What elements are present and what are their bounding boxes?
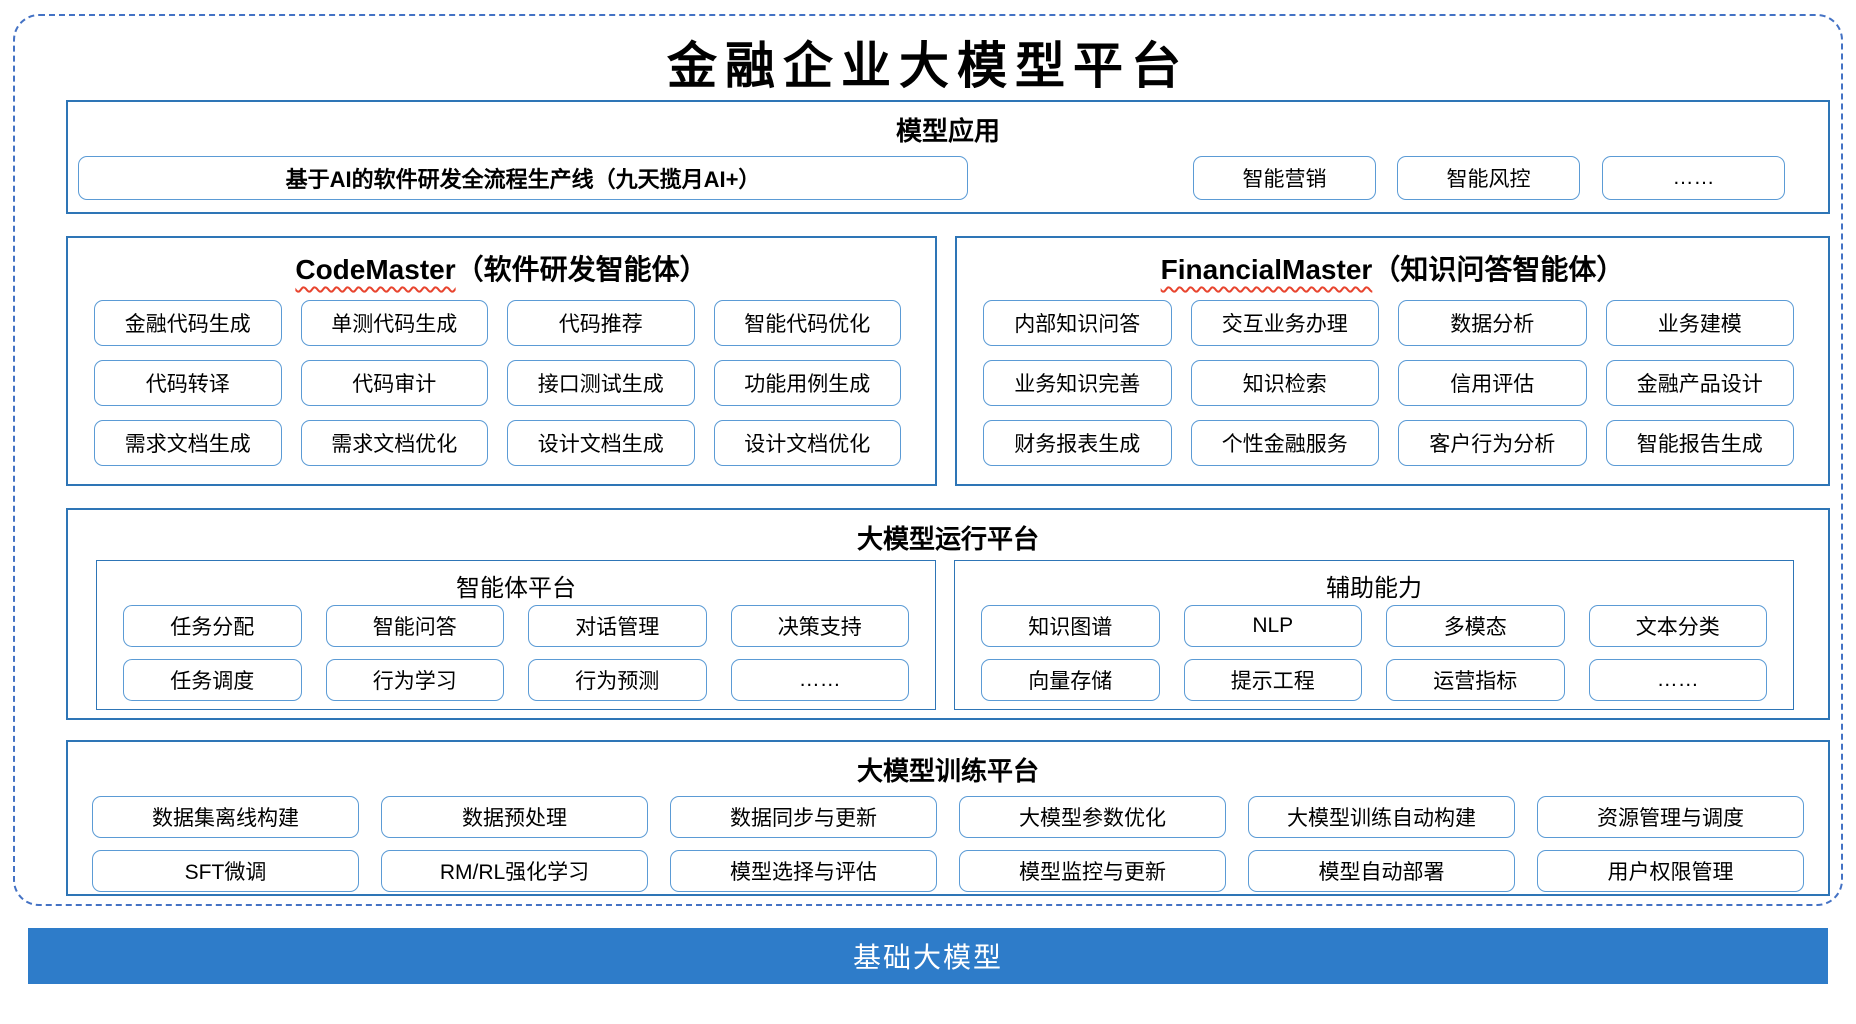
code-master-title-en: CodeMaster: [295, 254, 456, 285]
capability-box: 数据同步与更新: [670, 796, 937, 838]
capability-box: RM/RL强化学习: [381, 850, 648, 892]
section-run-platform: 大模型运行平台 智能体平台 任务分配 智能问答 对话管理 决策支持 任务调度 行…: [66, 508, 1830, 720]
foundation-model-bar: 基础大模型: [28, 928, 1828, 984]
capability-box: 需求文档生成: [94, 420, 282, 466]
model-apps-header: 模型应用: [895, 116, 1000, 146]
section-training-platform: 大模型训练平台 数据集离线构建 数据预处理 数据同步与更新 大模型参数优化 大模…: [66, 740, 1830, 896]
code-master-grid: 金融代码生成 单测代码生成 代码推荐 智能代码优化 代码转译 代码审计 接口测试…: [68, 300, 935, 466]
capability-box: 个性金融服务: [1190, 420, 1379, 466]
section-model-apps: 模型应用 基于AI的软件研发全流程生产线（九天揽月AI+） 智能营销 智能风控 …: [66, 100, 1830, 214]
training-platform-grid: 数据集离线构建 数据预处理 数据同步与更新 大模型参数优化 大模型训练自动构建 …: [68, 796, 1828, 892]
capability-box: SFT微调: [92, 850, 359, 892]
capability-box: 代码审计: [300, 360, 488, 406]
capability-box: 向量存储: [981, 659, 1160, 701]
capability-box: 金融代码生成: [94, 300, 282, 346]
capability-box: 大模型训练自动构建: [1248, 796, 1515, 838]
app-box-ellipsis: ……: [1602, 156, 1785, 200]
capability-box: 数据预处理: [381, 796, 648, 838]
foundation-model-label: 基础大模型: [852, 942, 1003, 973]
capability-box: 模型选择与评估: [670, 850, 937, 892]
financial-master-title-zh: （知识问答智能体）: [1372, 254, 1625, 285]
capability-box: 单测代码生成: [300, 300, 488, 346]
capability-box: 行为学习: [325, 659, 504, 701]
auxiliary-capabilities-grid: 知识图谱 NLP 多模态 文本分类 向量存储 提示工程 运营指标 ……: [955, 605, 1793, 701]
capability-box: 代码推荐: [507, 300, 695, 346]
agent-platform-grid: 任务分配 智能问答 对话管理 决策支持 任务调度 行为学习 行为预测 ……: [97, 605, 935, 701]
capability-box: 内部知识问答: [983, 300, 1172, 346]
capability-box: 业务建模: [1605, 300, 1794, 346]
auxiliary-capabilities-box: 辅助能力 知识图谱 NLP 多模态 文本分类 向量存储 提示工程 运营指标 ……: [954, 560, 1794, 710]
agent-platform-box: 智能体平台 任务分配 智能问答 对话管理 决策支持 任务调度 行为学习 行为预测…: [96, 560, 936, 710]
section-financial-master: FinancialMaster（知识问答智能体） 内部知识问答 交互业务办理 数…: [955, 236, 1830, 486]
financial-master-title-en: FinancialMaster: [1160, 254, 1373, 285]
capability-box: 任务调度: [123, 659, 302, 701]
app-box: 智能营销: [1193, 156, 1376, 200]
capability-box: 提示工程: [1183, 659, 1362, 701]
capability-box: 模型自动部署: [1248, 850, 1515, 892]
model-apps-row: 基于AI的软件研发全流程生产线（九天揽月AI+） 智能营销 智能风控 ……: [68, 156, 1828, 200]
capability-box: NLP: [1183, 605, 1362, 647]
agent-platform-header: 智能体平台: [456, 575, 576, 602]
capability-box-ellipsis: ……: [1588, 659, 1767, 701]
capability-box: 运营指标: [1386, 659, 1565, 701]
app-box: 智能风控: [1397, 156, 1580, 200]
capability-box: 代码转译: [94, 360, 282, 406]
capability-box: 财务报表生成: [983, 420, 1172, 466]
financial-master-title: FinancialMaster（知识问答智能体）: [957, 238, 1828, 288]
run-platform-inner-row: 智能体平台 任务分配 智能问答 对话管理 决策支持 任务调度 行为学习 行为预测…: [68, 560, 1828, 710]
capability-box: 智能问答: [325, 605, 504, 647]
capability-box: 对话管理: [528, 605, 707, 647]
capability-box: 信用评估: [1398, 360, 1587, 406]
capability-box: 任务分配: [123, 605, 302, 647]
page-title: 金融企业大模型平台: [667, 36, 1189, 95]
capability-box-ellipsis: ……: [730, 659, 909, 701]
capability-box: 智能代码优化: [713, 300, 901, 346]
capability-box: 数据集离线构建: [92, 796, 359, 838]
capability-box: 业务知识完善: [983, 360, 1172, 406]
capability-box: 知识检索: [1190, 360, 1379, 406]
capability-box: 资源管理与调度: [1537, 796, 1804, 838]
capability-box: 模型监控与更新: [959, 850, 1226, 892]
code-master-title: CodeMaster（软件研发智能体）: [68, 238, 935, 288]
capability-box: 功能用例生成: [713, 360, 901, 406]
capability-box: 需求文档优化: [300, 420, 488, 466]
capability-box: 行为预测: [528, 659, 707, 701]
auxiliary-capabilities-header: 辅助能力: [1326, 575, 1422, 602]
app-pipeline-box: 基于AI的软件研发全流程生产线（九天揽月AI+）: [78, 156, 968, 200]
capability-box: 决策支持: [730, 605, 909, 647]
capability-box: 用户权限管理: [1537, 850, 1804, 892]
capability-box: 金融产品设计: [1605, 360, 1794, 406]
capability-box: 交互业务办理: [1190, 300, 1379, 346]
capability-box: 客户行为分析: [1398, 420, 1587, 466]
run-platform-header: 大模型运行平台: [856, 524, 1039, 554]
financial-master-grid: 内部知识问答 交互业务办理 数据分析 业务建模 业务知识完善 知识检索 信用评估…: [957, 300, 1828, 466]
capability-box: 知识图谱: [981, 605, 1160, 647]
outer-dashed-frame: [13, 14, 1843, 906]
section-code-master: CodeMaster（软件研发智能体） 金融代码生成 单测代码生成 代码推荐 智…: [66, 236, 937, 486]
capability-box: 设计文档优化: [713, 420, 901, 466]
code-master-title-zh: （软件研发智能体）: [455, 254, 708, 285]
capability-box: 大模型参数优化: [959, 796, 1226, 838]
capability-box: 接口测试生成: [507, 360, 695, 406]
capability-box: 文本分类: [1588, 605, 1767, 647]
capability-box: 设计文档生成: [507, 420, 695, 466]
capability-box: 数据分析: [1398, 300, 1587, 346]
training-platform-header: 大模型训练平台: [856, 756, 1039, 786]
capability-box: 多模态: [1386, 605, 1565, 647]
capability-box: 智能报告生成: [1605, 420, 1794, 466]
